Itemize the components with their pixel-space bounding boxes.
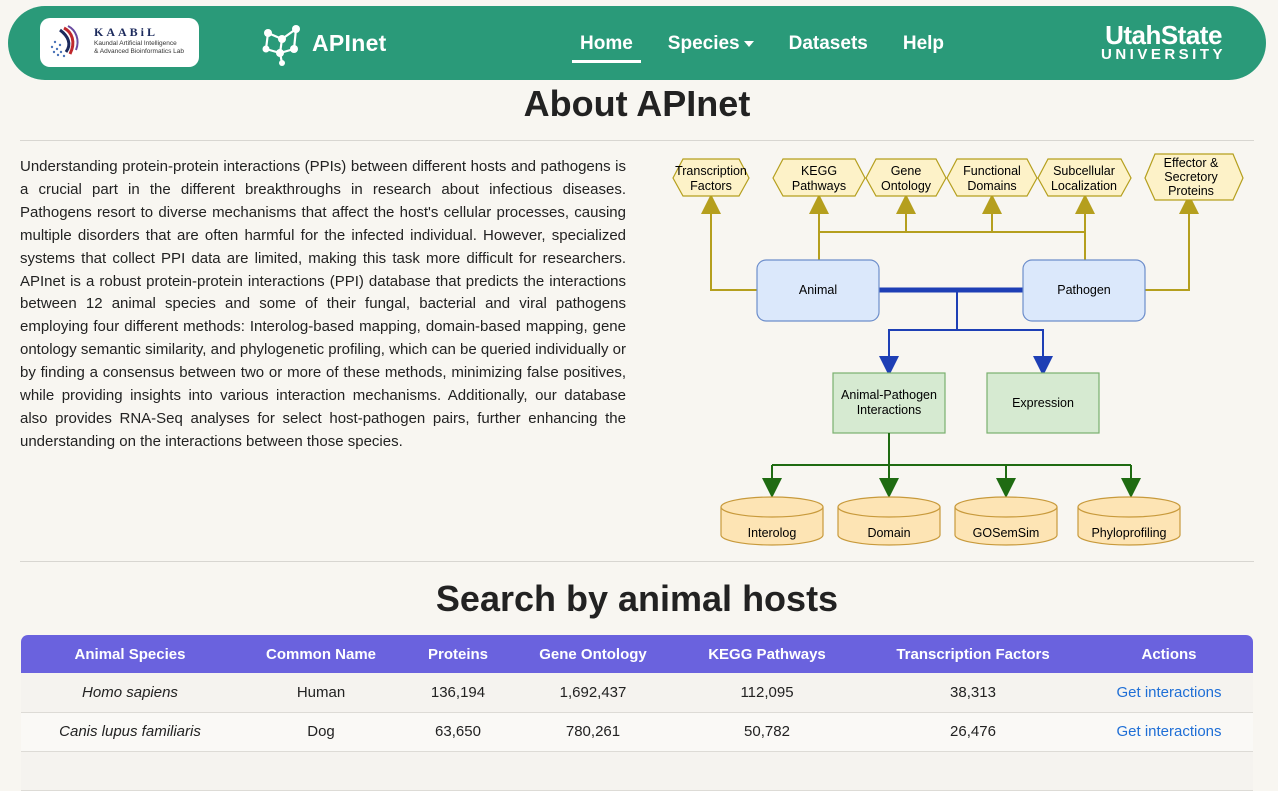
feature-node-kegg-pathways: KEGG Pathways — [772, 158, 866, 197]
feature-label: Localization — [1051, 179, 1117, 193]
feature-label: Transcription — [675, 164, 747, 178]
cell-kegg: 112,095 — [673, 673, 861, 713]
feature-node-functional-domains: Functional Domains — [946, 158, 1038, 197]
feature-label: Effector & — [1164, 156, 1219, 170]
kaabil-emblem-icon — [50, 25, 79, 58]
get-interactions-link[interactable]: Get interactions — [1116, 683, 1222, 701]
nav-help[interactable]: Help — [902, 33, 945, 54]
usu-logo-bottom: UNIVERSITY — [1100, 46, 1226, 63]
table-row: Homo sapiens Human 136,194 1,692,437 112… — [21, 673, 1253, 713]
cell-actions: Get interactions — [1085, 712, 1253, 752]
divider — [20, 561, 1254, 562]
cell-gene-ontology: 1,692,437 — [513, 673, 673, 713]
cell-tf: 38,313 — [861, 673, 1085, 713]
method-db-domain: Domain — [837, 496, 941, 546]
method-db-phyloprofiling: Phyloprofiling — [1077, 496, 1181, 546]
divider — [20, 140, 1254, 141]
nav-datasets[interactable]: Datasets — [788, 33, 868, 54]
feature-label: Gene — [891, 164, 922, 178]
about-paragraph: Understanding protein-protein interactio… — [20, 158, 626, 450]
table-header-row: Animal Species Common Name Proteins Gene… — [21, 635, 1253, 673]
expression-node: Expression — [986, 372, 1100, 434]
feature-node-effector-secretory-proteins: Effector & Secretory Proteins — [1144, 153, 1244, 201]
cell-species: Homo sapiens — [21, 673, 239, 713]
table-row — [21, 751, 1253, 791]
cell-tf: 26,476 — [861, 712, 1085, 752]
cell-proteins: 136,194 — [403, 673, 513, 713]
feature-label: Pathways — [792, 179, 846, 193]
section-title: Search by animal hosts — [435, 578, 839, 619]
feature-label: KEGG — [801, 164, 837, 178]
feature-node-transcription-factors: Transcription Factors — [672, 158, 750, 197]
column-header: Actions — [1141, 645, 1197, 663]
feature-label: Domains — [967, 179, 1016, 193]
kaabil-subtitle: Kaundal Artificial Intelligence & Advanc… — [94, 40, 184, 55]
method-label: Interolog — [748, 526, 797, 540]
host-node: Animal — [756, 259, 880, 322]
usu-logo-top: UtahState — [1105, 20, 1222, 50]
kaabil-name: KAABiL — [94, 25, 159, 39]
network-nodes-icon — [262, 25, 300, 66]
cell-actions: Get interactions — [1085, 673, 1253, 713]
method-db-interolog: Interolog — [720, 496, 824, 546]
page-title: About APInet — [523, 83, 751, 124]
nav-species[interactable]: Species — [660, 30, 762, 58]
architecture-diagram: Transcription Factors KEGG Pathways Gene… — [672, 153, 1244, 546]
method-label: Phyloprofiling — [1091, 526, 1166, 540]
hosts-table: Animal Species Common Name Proteins Gene… — [21, 635, 1253, 791]
table-row: Canis lupus familiaris Dog 63,650 780,26… — [21, 712, 1253, 752]
interactions-label: Animal-Pathogen — [841, 388, 937, 402]
chevron-down-icon — [743, 40, 754, 47]
pathogen-label: Pathogen — [1057, 283, 1111, 297]
cell-common-name: Human — [239, 673, 403, 713]
host-label: Animal — [799, 283, 837, 297]
table-row-partial — [21, 751, 1253, 791]
apinet-brand[interactable]: APInet — [258, 18, 387, 68]
method-db-gosemsim: GOSemSim — [954, 496, 1058, 546]
column-header: Animal Species — [74, 645, 186, 663]
utah-state-logo[interactable]: UtahState UNIVERSITY — [1100, 20, 1226, 63]
feature-label: Subcellular — [1053, 164, 1115, 178]
hosts-table-container: Animal Species Common Name Proteins Gene… — [21, 635, 1253, 791]
column-header: Gene Ontology — [539, 645, 647, 663]
cell-kegg: 50,782 — [673, 712, 861, 752]
feature-node-subcellular-localization: Subcellular Localization — [1037, 158, 1132, 197]
kaabil-subtitle-line2: & Advanced Bioinformatics Lab — [94, 47, 184, 55]
method-label: Domain — [867, 526, 910, 540]
navbar: KAABiL Kaundal Artificial Intelligence &… — [8, 6, 1266, 80]
feature-label: Functional — [963, 164, 1021, 178]
method-label: GOSemSim — [973, 526, 1040, 540]
nav-home[interactable]: Home — [572, 30, 641, 63]
cell-species: Canis lupus familiaris — [21, 712, 239, 752]
feature-node-gene-ontology: Gene Ontology — [865, 158, 947, 197]
column-header: Transcription Factors — [896, 645, 1050, 663]
pathogen-node: Pathogen — [1022, 259, 1146, 322]
interactions-node: Animal-Pathogen Interactions — [832, 372, 946, 434]
interactions-label: Interactions — [857, 403, 922, 417]
column-header: KEGG Pathways — [708, 645, 826, 663]
cell-gene-ontology: 780,261 — [513, 712, 673, 752]
nav-species-label: Species — [667, 33, 740, 54]
main-nav: Home Species Datasets Help — [572, 30, 971, 63]
cell-common-name: Dog — [239, 712, 403, 752]
feature-label: Factors — [690, 179, 732, 193]
kaabil-subtitle-line1: Kaundal Artificial Intelligence — [94, 40, 177, 47]
feature-label: Proteins — [1168, 184, 1214, 198]
expression-label: Expression — [1012, 396, 1074, 410]
kaabil-logo[interactable]: KAABiL Kaundal Artificial Intelligence &… — [40, 18, 199, 67]
cell-proteins: 63,650 — [403, 712, 513, 752]
get-interactions-link[interactable]: Get interactions — [1116, 723, 1222, 740]
column-header: Proteins — [427, 645, 488, 663]
column-header: Common Name — [265, 645, 377, 663]
feature-label: Secretory — [1164, 170, 1218, 184]
brand-name: APInet — [312, 29, 387, 56]
feature-label: Ontology — [881, 179, 932, 193]
